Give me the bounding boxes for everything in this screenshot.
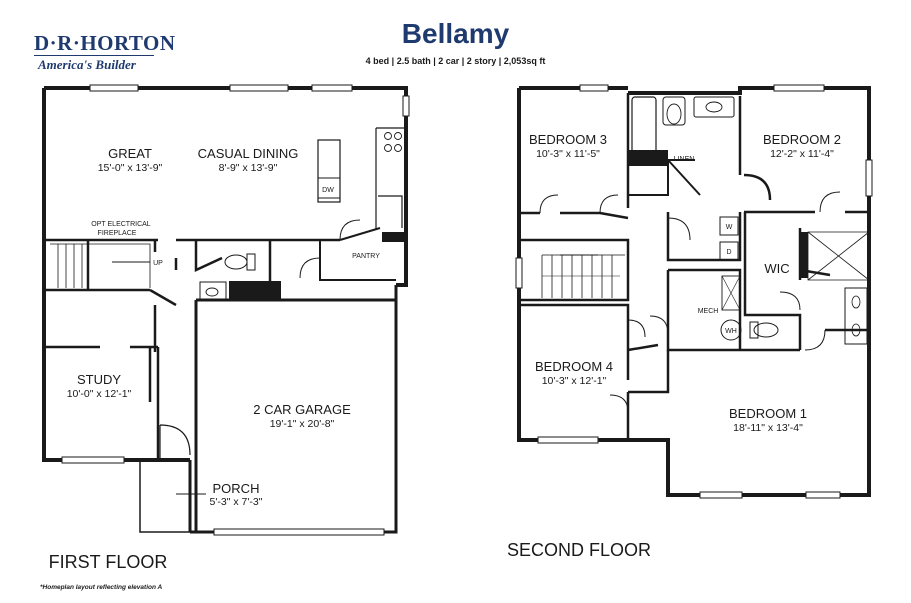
footnote: *Homeplan layout reflecting elevation A	[40, 584, 163, 591]
first-floor-solid-blocks	[229, 232, 404, 301]
room-garage-dims: 19'-1" x 20'-8"	[270, 418, 335, 430]
mech-label: MECH	[698, 308, 719, 315]
fireplace-note-line2: FIREPLACE	[98, 230, 137, 237]
brand-logo: D·R·HORTON	[34, 31, 176, 55]
room-casual-dining-dims: 8'-9" x 13'-9"	[219, 162, 278, 174]
first-floor-labels: GREAT 15'-0" x 13'-9" CASUAL DINING 8'-9…	[49, 146, 381, 572]
room-porch-dims: 5'-3" x 7'-3"	[210, 496, 263, 508]
fireplace-note-line1: OPT ELECTRICAL	[91, 221, 150, 228]
room-great-name: GREAT	[108, 146, 152, 161]
second-floor-solid-blocks	[628, 150, 808, 278]
stair-up-label: UP	[153, 260, 163, 267]
first-floor-walls	[42, 86, 408, 534]
second-floor-labels: BEDROOM 3 10'-3" x 11'-5" BEDROOM 2 12'-…	[507, 132, 841, 560]
first-floor-title: FIRST FLOOR	[49, 552, 168, 572]
room-study-name: STUDY	[77, 372, 121, 387]
first-floor-windows	[61, 84, 410, 536]
room-study-dims: 10'-0" x 12'-1"	[67, 388, 132, 400]
brand-tagline: America's Builder	[38, 57, 136, 72]
second-floor-title: SECOND FLOOR	[507, 540, 651, 560]
second-floor-windows	[515, 84, 873, 499]
plan-specs: 4 bed | 2.5 bath | 2 car | 2 story | 2,0…	[365, 56, 546, 66]
room-bedroom-1-dims: 18'-11" x 13'-4"	[733, 422, 803, 434]
dryer-label: D	[726, 249, 731, 256]
plan-title: Bellamy	[401, 18, 510, 49]
water-heater-label: WH	[725, 328, 737, 335]
room-bedroom-3-name: BEDROOM 3	[529, 132, 607, 147]
room-garage-name: 2 CAR GARAGE	[253, 402, 351, 417]
room-bedroom-2-dims: 12'-2" x 11'-4"	[770, 148, 834, 160]
washer-label: W	[726, 224, 733, 231]
linen-label: LINEN	[674, 156, 695, 163]
room-bedroom-4-dims: 10'-3" x 12'-1"	[542, 375, 607, 387]
dishwasher-label: DW	[322, 187, 334, 194]
wic-label: WIC	[764, 261, 789, 276]
room-porch-name: PORCH	[213, 481, 260, 496]
room-bedroom-3-dims: 10'-3" x 11'-5"	[536, 148, 600, 160]
room-bedroom-2-name: BEDROOM 2	[763, 132, 841, 147]
room-great-dims: 15'-0" x 13'-9"	[98, 162, 163, 174]
room-casual-dining-name: CASUAL DINING	[198, 146, 299, 161]
pantry-label: PANTRY	[352, 253, 380, 260]
room-bedroom-1-name: BEDROOM 1	[729, 406, 807, 421]
brand-logo-rule	[34, 55, 154, 56]
room-bedroom-4-name: BEDROOM 4	[535, 359, 613, 374]
